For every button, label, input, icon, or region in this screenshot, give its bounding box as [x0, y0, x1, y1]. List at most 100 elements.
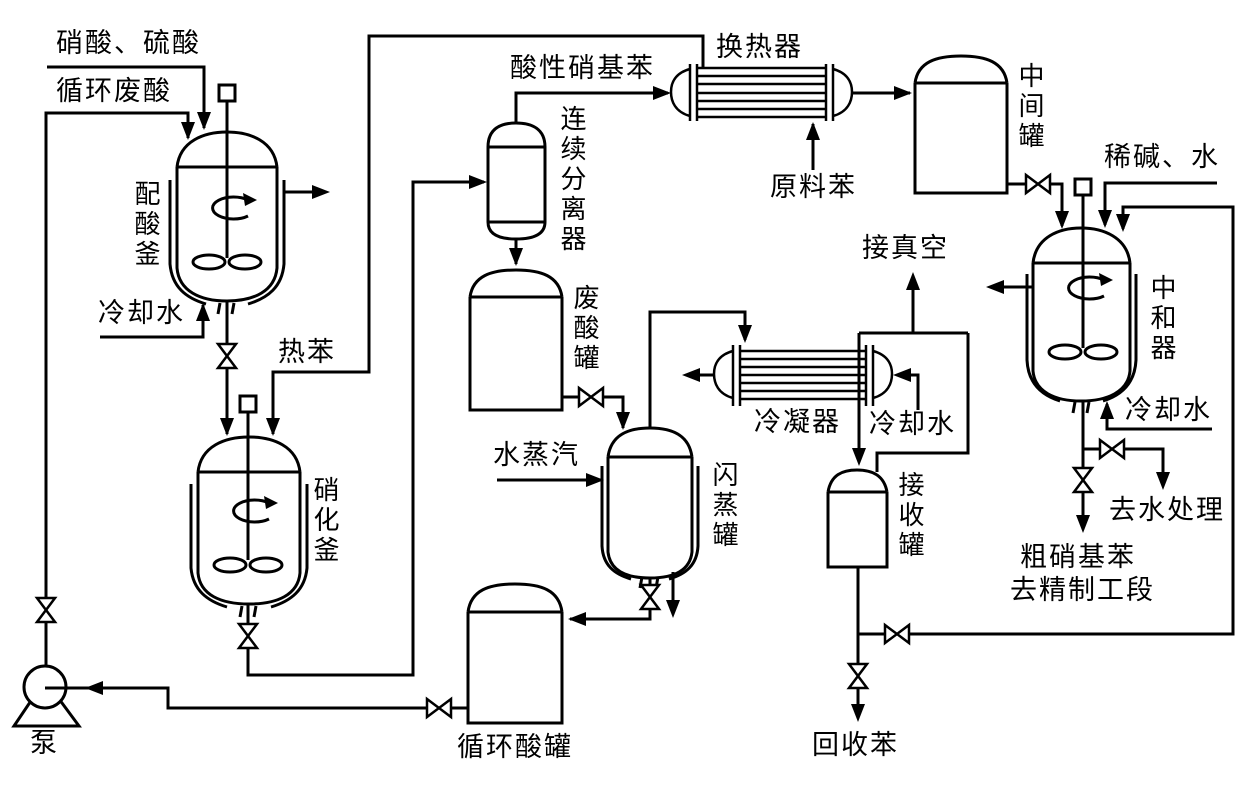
vessel-dome	[606, 426, 694, 458]
label-crude-nitrobenzene: 粗硝基苯	[1020, 542, 1136, 573]
jacket-drain-tick	[1071, 401, 1077, 414]
label-nitration-kettle: 硝化釜	[309, 476, 339, 566]
jacket-drain-tick	[216, 302, 222, 315]
valve-water-treatment	[1098, 437, 1126, 461]
jacket-drain-tick	[252, 605, 258, 618]
flow-arrow	[469, 175, 487, 189]
impeller-blade	[212, 556, 248, 574]
vessel-body	[196, 472, 302, 606]
jacket-left	[168, 180, 207, 306]
agitator-motor	[238, 394, 258, 414]
impeller-blade	[1047, 343, 1083, 361]
rotation-arc	[1067, 275, 1105, 301]
impeller-blade	[1083, 343, 1119, 361]
label-intermediate-tank: 中间罐	[1014, 62, 1044, 152]
flow-arrow	[1055, 211, 1069, 229]
right-bonnet	[832, 67, 854, 118]
flow-arrow	[851, 704, 865, 722]
flow-arrow	[1076, 515, 1090, 533]
flow-arrow	[266, 418, 280, 436]
label-nitric-sulfuric-acid: 硝酸、硫酸	[56, 28, 201, 59]
impeller-blade	[227, 253, 263, 271]
flow-arrow	[666, 600, 680, 618]
flow-arrow	[906, 272, 920, 290]
tank-body	[468, 297, 564, 412]
rotation-arc	[211, 195, 249, 221]
label-pump: 泵	[30, 728, 59, 759]
label-hot-benzene: 热苯	[278, 337, 336, 368]
pipe-recycle-tank-to-pump	[66, 686, 468, 710]
label-acidic-nitrobenzene: 酸性硝基苯	[510, 53, 655, 84]
jacket-left	[189, 484, 228, 609]
pipe-nitric-sulfuric-feed	[47, 65, 206, 128]
intermediate-tank	[913, 54, 1009, 195]
acid-mixing-kettle	[168, 83, 286, 315]
jacket-right	[247, 180, 286, 306]
flow-arrows	[85, 86, 1170, 722]
rotation-arrowhead	[243, 193, 257, 206]
jacket-right	[1102, 274, 1138, 403]
label-receiving-tank: 接收罐	[894, 471, 924, 561]
vessel-body	[1031, 263, 1132, 403]
flow-arrow	[568, 612, 586, 626]
jacket-left	[1025, 274, 1061, 403]
agitator-motor	[217, 83, 237, 103]
condenser	[712, 345, 894, 406]
pipe-nitrator-to-separator	[246, 180, 484, 677]
label-to-water-treatment: 去水处理	[1109, 495, 1225, 526]
flow-arrow	[197, 112, 211, 130]
rotation-arc	[232, 498, 270, 524]
flow-arrow	[806, 122, 820, 140]
label-raw-benzene: 原料苯	[770, 172, 857, 203]
pipe-vacuum-to-tank	[875, 333, 970, 472]
flow-arrow	[1116, 214, 1130, 232]
flow-arrow	[986, 280, 1004, 294]
tank-dome	[826, 468, 889, 493]
heat-exchanger	[669, 64, 854, 121]
flash-tank	[600, 426, 700, 589]
flow-arrow	[852, 448, 866, 466]
jacket-right	[668, 466, 700, 581]
label-cooling-water-neutralizer: 冷却水	[1125, 395, 1212, 426]
right-bonnet	[872, 349, 894, 400]
label-waste-acid-tank: 废酸罐	[569, 284, 599, 374]
pipes	[44, 34, 1235, 718]
pipe-flash-bottoms	[570, 578, 652, 621]
pipe-separator-to-exchanger	[514, 91, 668, 123]
valve-benzene-recycle	[883, 622, 911, 646]
recycle-acid-tank	[466, 582, 564, 725]
neutralizer	[1025, 177, 1138, 414]
flow-arrow	[653, 86, 671, 100]
waste-acid-tank	[468, 268, 564, 412]
label-steam: 水蒸汽	[493, 440, 580, 471]
tank-dome	[468, 268, 564, 298]
nitration-kettle	[189, 394, 309, 618]
valve-flash-bottom	[638, 583, 662, 611]
flow-arrow	[586, 473, 604, 487]
flow-arrow	[181, 122, 195, 140]
equipment	[11, 54, 1138, 728]
label-flash-tank: 闪蒸罐	[708, 461, 738, 551]
tank-body	[466, 612, 564, 725]
flow-arrow	[893, 368, 911, 382]
valve-mixer-bottom	[215, 342, 239, 370]
label-to-vacuum: 接真空	[862, 233, 949, 264]
pump	[11, 664, 82, 728]
rotation-arrowhead	[264, 496, 278, 509]
valve-neutralizer-bottom	[1071, 466, 1095, 494]
valve-recycle-tank-out	[425, 696, 453, 720]
valve-waste-acid-out	[577, 385, 605, 409]
valve-nitrator-bottom	[236, 622, 260, 650]
flow-arrow	[220, 418, 234, 436]
flow-arrow	[196, 303, 210, 321]
rotation-arrowhead	[1099, 273, 1113, 286]
flow-arrow	[312, 185, 330, 199]
label-neutralizer: 中和器	[1146, 274, 1176, 364]
left-bonnet	[712, 349, 734, 400]
flow-arrow	[682, 368, 700, 382]
flow-arrow	[85, 681, 103, 695]
flow-arrow	[616, 412, 630, 430]
vessel-body	[606, 457, 694, 580]
